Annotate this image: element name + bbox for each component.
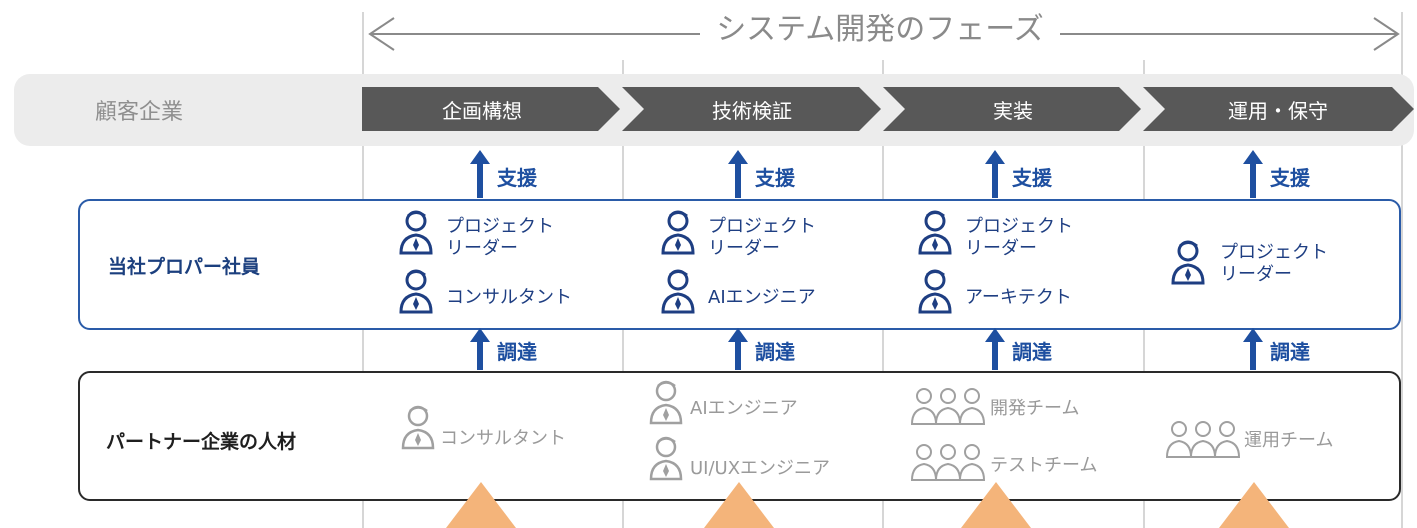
procure-arrow-icon	[985, 328, 1005, 370]
partner-team-label: 開発チーム	[990, 398, 1080, 419]
diagram-title: システム開発のフェーズ	[700, 10, 1060, 50]
partner-team-label: 運用チーム	[1244, 430, 1334, 451]
phase-divider	[1401, 12, 1403, 528]
support-arrow-icon	[470, 150, 490, 198]
person-icon	[649, 380, 683, 425]
support-arrow-icon	[728, 150, 748, 198]
partner-team-label: テストチーム	[990, 455, 1098, 476]
team-icon	[1165, 421, 1241, 458]
partner-staff-label: パートナー企業の人材	[106, 431, 297, 453]
team-icon	[910, 444, 986, 481]
person-icon	[661, 269, 695, 314]
phase-implementation: 実装	[893, 87, 1133, 131]
own-role-label: プロジェクト リーダー	[446, 216, 554, 259]
procure-arrow-icon	[1243, 328, 1263, 370]
team-icon	[910, 388, 986, 425]
support-arrow-icon	[985, 150, 1005, 198]
procure-arrow-icon	[470, 328, 490, 370]
partner-role-label: UI/UXエンジニア	[690, 458, 831, 479]
own-role-label: プロジェクト リーダー	[965, 216, 1073, 259]
phase-operation: 運用・保守	[1153, 87, 1403, 131]
partner-role-label: コンサルタント	[440, 428, 566, 449]
own-role-label: アーキテクト	[965, 287, 1072, 308]
phase-validation-label: 技術検証	[712, 98, 792, 123]
partner-role-label: AIエンジニア	[690, 398, 798, 419]
person-icon	[661, 210, 695, 255]
person-icon	[1171, 240, 1205, 285]
procure-arrow-icon	[728, 328, 748, 370]
own-staff-box	[78, 199, 1401, 330]
phase-planning: 企画構想	[362, 87, 602, 131]
support-label: 支援	[497, 166, 537, 190]
procure-label: 調達	[1270, 340, 1310, 364]
support-label: 支援	[755, 166, 795, 190]
procure-label: 調達	[497, 340, 537, 364]
procure-label: 調達	[755, 340, 795, 364]
support-label: 支援	[1012, 166, 1052, 190]
orange-up-arrow-icon	[704, 482, 774, 528]
person-icon	[649, 436, 683, 481]
person-icon	[399, 269, 433, 314]
own-role-label: プロジェクト リーダー	[1220, 242, 1328, 285]
own-role-label: プロジェクト リーダー	[708, 216, 816, 259]
own-role-label: AIエンジニア	[708, 287, 816, 308]
phase-implementation-label: 実装	[993, 98, 1033, 123]
client-label: 顧客企業	[95, 100, 184, 125]
orange-up-arrow-icon	[1219, 482, 1289, 528]
procure-label: 調達	[1012, 340, 1052, 364]
orange-up-arrow-icon	[961, 482, 1031, 528]
own-role-label: コンサルタント	[446, 287, 572, 308]
phase-planning-label: 企画構想	[442, 98, 522, 123]
person-icon	[918, 269, 952, 314]
phase-chevrons	[362, 87, 1414, 131]
phase-operation-label: 運用・保守	[1228, 98, 1328, 123]
own-staff-label: 当社プロパー社員	[108, 256, 261, 278]
support-arrow-icon	[1243, 150, 1263, 198]
support-label: 支援	[1270, 166, 1310, 190]
person-icon	[401, 405, 435, 450]
person-icon	[399, 210, 433, 255]
person-icon	[918, 210, 952, 255]
orange-up-arrow-icon	[446, 482, 516, 528]
phase-validation: 技術検証	[632, 87, 872, 131]
